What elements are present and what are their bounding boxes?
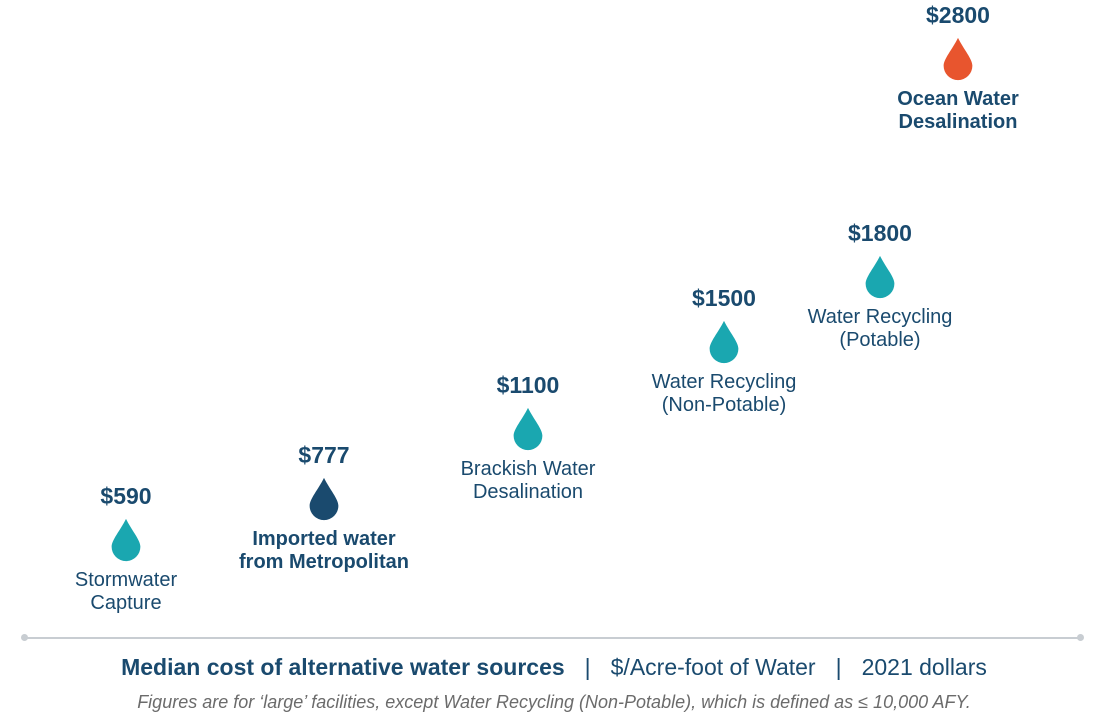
category-label: Stormwater Capture: [74, 569, 178, 614]
category-label: Brackish Water Desalination: [460, 458, 596, 504]
data-label-value: $2800: [926, 2, 990, 29]
footnote: Figures are for ‘large’ facilities, exce…: [137, 692, 971, 712]
caption-title: Median cost of alternative water sources: [121, 654, 565, 680]
droplet-marker: [943, 38, 973, 81]
droplet-marker: [709, 320, 739, 364]
data-label-value: $590: [100, 483, 152, 509]
caption-separator: |: [835, 654, 842, 680]
droplet-marker: [111, 518, 141, 562]
axis-end-dot: [1077, 634, 1084, 641]
caption-separator: |: [584, 654, 591, 680]
chart-caption: Median cost of alternative water sources…: [0, 654, 1108, 681]
data-label-value: $777: [298, 442, 350, 469]
category-label: Water Recycling (Potable): [807, 305, 953, 351]
axis-start-dot: [21, 634, 28, 641]
axis-line: [24, 637, 1080, 639]
data-label-value: $1800: [848, 219, 912, 246]
category-label: Water Recycling (Non-Potable): [651, 371, 797, 417]
caption-year: 2021 dollars: [861, 654, 987, 680]
caption-unit: $/Acre-foot of Water: [610, 654, 816, 680]
droplet-marker: [513, 407, 543, 451]
data-label-value: $1100: [496, 372, 560, 399]
droplet-marker: [309, 478, 339, 521]
droplet-marker: [865, 255, 895, 298]
category-label: Imported water from Metropolitan: [239, 528, 409, 574]
category-label: Ocean Water Desalination: [897, 88, 1019, 134]
data-label-value: $1500: [692, 285, 756, 312]
